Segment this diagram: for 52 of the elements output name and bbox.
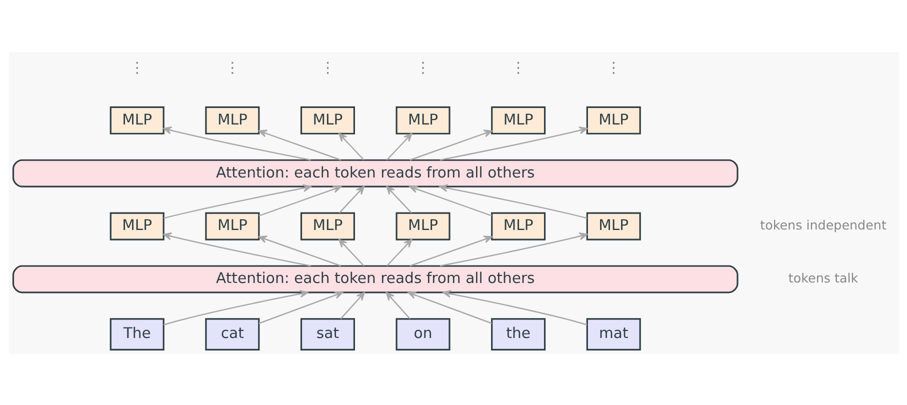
node-box: MLP: [490, 212, 546, 240]
arrow: [386, 132, 412, 160]
arrow: [340, 291, 364, 319]
arrow: [442, 289, 587, 325]
node-box: MLP: [395, 212, 450, 240]
arrow: [386, 185, 412, 213]
arrow: [338, 238, 364, 266]
arrow: [439, 232, 588, 266]
label: ⋮: [510, 58, 526, 76]
node-box: Attention: each token reads from all others: [12, 264, 738, 293]
label: ⋮: [224, 58, 240, 76]
node-box: the: [490, 318, 546, 350]
arrow: [409, 235, 492, 266]
label: ⋮: [129, 58, 144, 76]
arrow: [162, 126, 310, 160]
arrow: [409, 129, 492, 160]
node-box: on: [395, 318, 450, 350]
arrow: [258, 129, 340, 160]
label: tokens independent: [760, 217, 886, 232]
node-box: MLP: [300, 106, 354, 134]
label: tokens talk: [788, 270, 858, 286]
arrow: [386, 238, 412, 266]
node-box: MLP: [300, 212, 354, 240]
node-box: MLP: [109, 106, 164, 134]
arrow: [338, 132, 364, 160]
arrow: [162, 232, 310, 266]
node-box: cat: [204, 318, 260, 350]
label: ⋮: [320, 58, 335, 76]
node-box: The: [109, 318, 164, 350]
arrow: [258, 184, 341, 216]
node-box: MLP: [490, 106, 546, 134]
node-box: MLP: [204, 106, 260, 134]
node-box: sat: [300, 318, 354, 350]
arrow: [408, 184, 492, 216]
node-box: MLP: [395, 106, 450, 134]
node-box: mat: [586, 318, 640, 350]
label: ⋮: [415, 58, 430, 76]
arrow: [385, 291, 410, 319]
arrow: [407, 290, 492, 324]
arrow: [439, 126, 588, 160]
arrow: [163, 184, 311, 218]
arrow: [163, 289, 308, 325]
arrow: [338, 185, 364, 213]
arrow: [258, 290, 343, 324]
node-box: Attention: each token reads from all others: [12, 158, 738, 187]
node-box: MLP: [109, 212, 164, 240]
node-box: MLP: [204, 212, 260, 240]
arrow: [258, 235, 340, 266]
node-box: MLP: [586, 212, 640, 240]
node-box: MLP: [586, 106, 640, 134]
arrow: [438, 184, 587, 218]
label: ⋮: [606, 58, 621, 76]
